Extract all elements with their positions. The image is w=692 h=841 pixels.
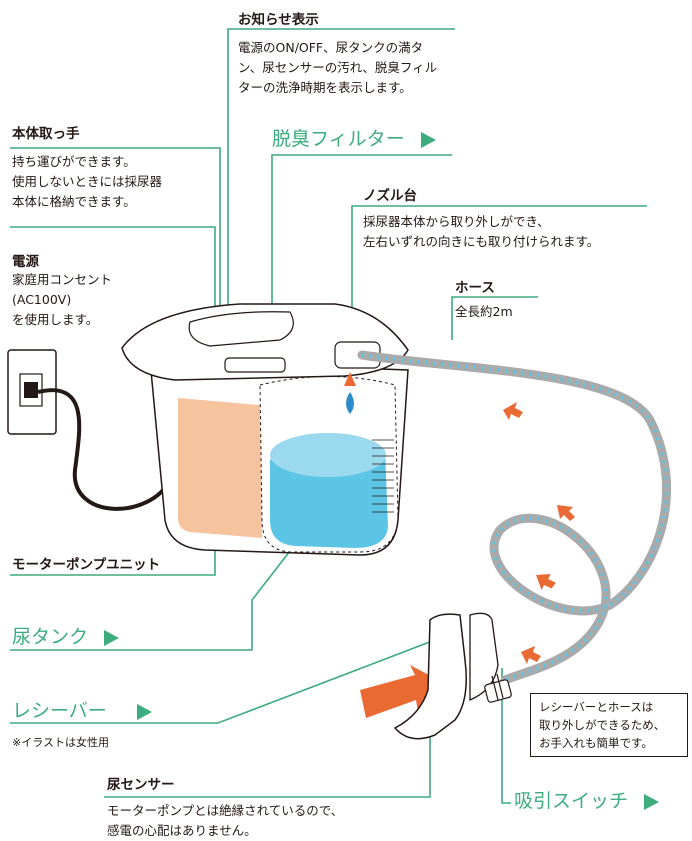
notify-body-line: ン、尿センサーの汚れ、脱臭フィル — [238, 60, 438, 75]
sensor-body-line: モーターポンプとは絶縁されているので、 — [107, 803, 344, 818]
nozzle-title: ノズル台 — [363, 188, 417, 204]
nozzle-body-line: 左右いずれの向きにも取り付けられます。 — [363, 234, 600, 249]
notify-title: お知らせ表示 — [238, 12, 319, 28]
info-box-line: お手入れも簡単です。 — [539, 736, 653, 750]
power-body-line: (AC100V) — [12, 292, 72, 307]
notify-body: 電源のON/OFF、尿タンクの満タ ン、尿センサーの汚れ、脱臭フィル ターの洗浄… — [238, 38, 437, 98]
handle-body: 持ち運びができます。 使用しないときには採尿器 本体に格納できます。 — [12, 152, 162, 212]
motor-title: モーターポンプユニット — [12, 557, 161, 573]
handle-title: 本体取っ手 — [12, 126, 80, 142]
tank-label-text: 尿タンク — [12, 626, 89, 648]
triangle-right-icon — [420, 131, 436, 148]
hose-title: ホース — [455, 280, 495, 296]
sensor-body: モーターポンプとは絶縁されているので、 感電の心配はありません。 — [107, 801, 343, 841]
motor-unit-area — [178, 398, 262, 538]
nozzle-body-line: 採尿器本体から取り外しができ、 — [363, 214, 550, 229]
leader-receiver — [10, 637, 441, 724]
receiver-note: ※イラストは女性用 — [12, 736, 109, 749]
leader-suction — [501, 668, 511, 804]
handle-body-line: 本体に格納できます。 — [12, 194, 136, 209]
receiver-label-text: レシーバー — [12, 700, 107, 722]
sensor-title: 尿センサー — [107, 777, 175, 793]
leader-sensor — [104, 712, 431, 798]
filter-label-text: 脱臭フィルター — [272, 128, 405, 150]
leader-nozzle — [351, 205, 647, 338]
leader-handle — [10, 147, 221, 325]
info-box-line: 取り外しができるため、 — [539, 718, 666, 732]
leader-filter — [271, 154, 452, 322]
leader-tank — [10, 519, 315, 651]
info-box-line: レシーバーとホースは — [539, 700, 654, 714]
suction-label: 吸引スイッチ — [514, 786, 660, 813]
triangle-right-icon — [104, 629, 120, 646]
filter-label: 脱臭フィルター — [272, 124, 436, 151]
power-body-line: を使用します。 — [12, 312, 99, 327]
handle-body-line: 持ち運びができます。 — [12, 154, 136, 169]
tank-label: 尿タンク — [12, 622, 120, 649]
handle-body-line: 使用しないときには採尿器 — [12, 174, 163, 189]
sensor-body-line: 感電の心配はありません。 — [107, 823, 257, 838]
receiver-label: レシーバー — [12, 696, 152, 723]
leader-notify — [227, 28, 455, 325]
power-body-line: 家庭用コンセント — [12, 272, 113, 287]
leader-lines — [10, 28, 647, 804]
triangle-right-icon — [644, 793, 660, 810]
nozzle-body: 採尿器本体から取り外しができ、 左右いずれの向きにも取り付けられます。 — [363, 212, 599, 252]
main-unit — [121, 303, 409, 556]
hose — [357, 350, 672, 685]
leader-hose — [451, 296, 538, 340]
notify-body-line: ターの洗浄時期を表示します。 — [238, 80, 412, 95]
power-cord — [37, 388, 172, 511]
triangle-right-icon — [136, 703, 152, 720]
suction-label-text: 吸引スイッチ — [514, 790, 629, 812]
hose-body: 全長約2m — [455, 304, 513, 319]
power-title: 電源 — [12, 254, 39, 270]
power-body: 家庭用コンセント (AC100V) を使用します。 — [12, 270, 112, 330]
info-box: レシーバーとホースは 取り外しができるため、 お手入れも簡単です。 — [530, 693, 688, 757]
receiver — [393, 612, 512, 740]
wall-outlet — [7, 349, 57, 435]
notify-body-line: 電源のON/OFF、尿タンクの満タ — [238, 40, 424, 55]
